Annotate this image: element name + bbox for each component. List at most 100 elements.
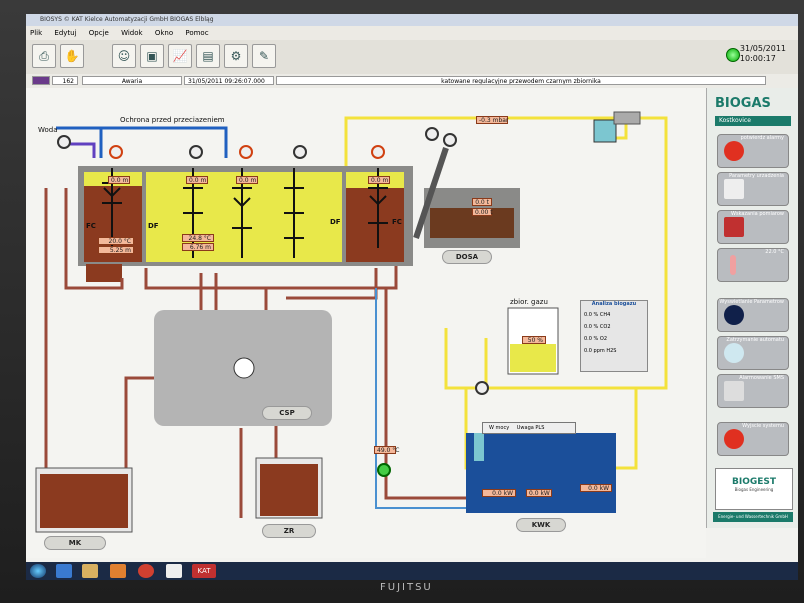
df-a-level: 0.0 m	[186, 176, 208, 184]
alarm-state: Awaria	[82, 76, 182, 85]
kwk-a: 0.0 kW	[482, 489, 516, 497]
display-icon	[724, 305, 744, 325]
toolbar: ⎙ ✋ ☺ ▣ 📈 ▤ ⚙ ✎ 31/05/2011 10:00:17	[26, 40, 798, 75]
document-task-icon[interactable]	[166, 564, 182, 578]
df-left-label: DF	[148, 222, 159, 230]
meter-icon	[724, 217, 744, 237]
alarm-message: katowane regulacyjne przewodem czarnym z…	[276, 76, 766, 85]
readings-button[interactable]: Wskazania pomiarow	[717, 210, 789, 244]
gas-row: 0.0 % CH4	[584, 312, 611, 318]
fc-left-label: FC	[86, 222, 96, 230]
storage-label: zbior. gazu	[510, 298, 548, 306]
folder-icon[interactable]	[82, 564, 98, 578]
menu-help[interactable]: Pomoc	[185, 29, 209, 37]
uwaga-label: Uwaga PLS	[516, 425, 545, 431]
logo-sub: Biogas Engineering	[734, 487, 774, 492]
start-icon[interactable]	[30, 564, 46, 578]
ie-icon[interactable]	[56, 564, 72, 578]
menu-view[interactable]: Widok	[121, 29, 143, 37]
phone-icon	[724, 381, 744, 401]
alarm-bar: 162 Awaria 31/05/2011 09:26:07.000 katow…	[26, 74, 798, 89]
df-b-level: 0.0 m	[236, 176, 258, 184]
media-icon[interactable]	[110, 564, 126, 578]
alarm-id: 162	[52, 76, 78, 85]
user-icon[interactable]: ☺	[112, 44, 136, 68]
gas-pipe-2	[444, 328, 486, 390]
settings-icon[interactable]: ⚙	[224, 44, 248, 68]
dosa-conveyor	[413, 147, 449, 239]
mk-label[interactable]: MK	[44, 536, 106, 550]
connection-led	[726, 48, 740, 62]
window-icon[interactable]: ▣	[140, 44, 164, 68]
menu-window[interactable]: Okno	[154, 29, 174, 37]
df-height: 6.76 m	[182, 243, 214, 251]
csp-label[interactable]: CSP	[262, 406, 312, 420]
gas-row: 0.0 % O2	[584, 336, 608, 342]
printer-icon[interactable]: ⎙	[32, 44, 56, 68]
frost-label: Ochrona przed przeciazeniem	[120, 116, 225, 124]
fc-right-label: FC	[392, 218, 402, 226]
document-icon[interactable]: ▤	[196, 44, 220, 68]
menu-options[interactable]: Opcje	[88, 29, 109, 37]
kwk-label[interactable]: KWK	[516, 518, 566, 532]
df-temp: 24.8 °C	[182, 234, 214, 242]
water-tank	[593, 119, 617, 143]
display-params-button[interactable]: Wyswietlanie Parametrow	[717, 298, 789, 332]
temperature-button[interactable]: 22.0 °C	[717, 248, 789, 282]
time: 10:00:17	[739, 54, 776, 63]
taskbar: KAT	[26, 562, 798, 580]
kat-app-button[interactable]: KAT	[192, 564, 216, 578]
pump-icon	[233, 357, 255, 379]
gas-row: 0.0 % CO2	[584, 324, 611, 330]
stop-automat-button[interactable]: Zatrzymanie automatu	[717, 336, 789, 370]
ack-alarms-button[interactable]: potwierdz alarmy	[717, 134, 789, 168]
fc1-height: 5.25 m	[98, 246, 134, 254]
dosa-label[interactable]: DOSA	[442, 250, 492, 264]
w-mocy-label: W mocy	[489, 425, 510, 431]
brand-title: BIOGAS	[715, 96, 771, 111]
mk-tank	[40, 474, 128, 528]
fc1-temp: 20.0 °C	[98, 237, 134, 245]
site-name: Kostkovice	[715, 116, 791, 126]
stop-icon	[724, 343, 744, 363]
date-time: 31/05/2011 10:00:17	[740, 44, 786, 64]
menu-edit[interactable]: Edytuj	[54, 29, 77, 37]
parameters-button[interactable]: Parametry urzadzenia	[717, 172, 789, 206]
gas-analysis-panel: Analiza biogazu 0.0 % CH4 0.0 % CO2 0.0 …	[580, 300, 648, 372]
gas-list: 0.0 % CH4 0.0 % CO2 0.0 % O2 0.0 ppm H2S	[581, 307, 647, 359]
biogest-logo: BIOGEST Biogas Engineering	[715, 468, 793, 510]
gas-row: 0.0 ppm H2S	[584, 348, 617, 354]
chrome-icon[interactable]	[138, 564, 154, 578]
gas-pipe	[344, 116, 668, 390]
zr-label[interactable]: ZR	[262, 524, 316, 538]
alarm-icon	[724, 141, 744, 161]
df-tank	[146, 172, 342, 262]
process-diagram: Woda Ochrona przed przeciazeniem FC DF D…	[26, 88, 706, 558]
screen: BIOSYS © KAT Kielce Automatyzacji GmbH B…	[26, 14, 798, 580]
date: 31/05/2011	[739, 44, 786, 53]
exit-system-button[interactable]: Wyjscie systemu	[717, 422, 789, 456]
logo-text: BIOGEST	[731, 477, 776, 487]
menu-file[interactable]: Plik	[30, 29, 43, 37]
menu-bar: Plik Edytuj Opcje Widok Okno Pomoc	[26, 26, 798, 40]
df-right-label: DF	[330, 218, 341, 226]
sidebar: BIOGAS Kostkovice potwierdz alarmy Param…	[706, 88, 798, 528]
engine-status: W mocy Uwaga PLS	[482, 422, 576, 434]
flag-icon	[32, 76, 50, 85]
company-footer: Energie- und Wassertechnik GmbH	[713, 512, 793, 522]
fc2-level: 0.0 m	[368, 176, 390, 184]
chp-engine	[466, 433, 616, 513]
storage-level: 50 %	[522, 336, 546, 344]
gas-storage	[510, 344, 556, 372]
handshake-icon[interactable]: ✋	[60, 44, 84, 68]
gas-analysis-title: Analiza biogazu	[591, 301, 637, 307]
alarm-timestamp: 31/05/2011 09:26:07.000	[184, 76, 274, 85]
kwk-b: 0.0 kW	[526, 489, 552, 497]
kwk-c: 0.0 kW	[580, 484, 612, 492]
monitor-brand: FUJITSU	[380, 582, 433, 593]
chart-icon[interactable]: 📈	[168, 44, 192, 68]
edit-icon[interactable]: ✎	[252, 44, 276, 68]
sms-alarm-button[interactable]: Alarmowanie SMS	[717, 374, 789, 408]
window-title: BIOSYS © KAT Kielce Automatyzacji GmbH B…	[26, 14, 798, 26]
water-label: Woda	[38, 126, 58, 134]
